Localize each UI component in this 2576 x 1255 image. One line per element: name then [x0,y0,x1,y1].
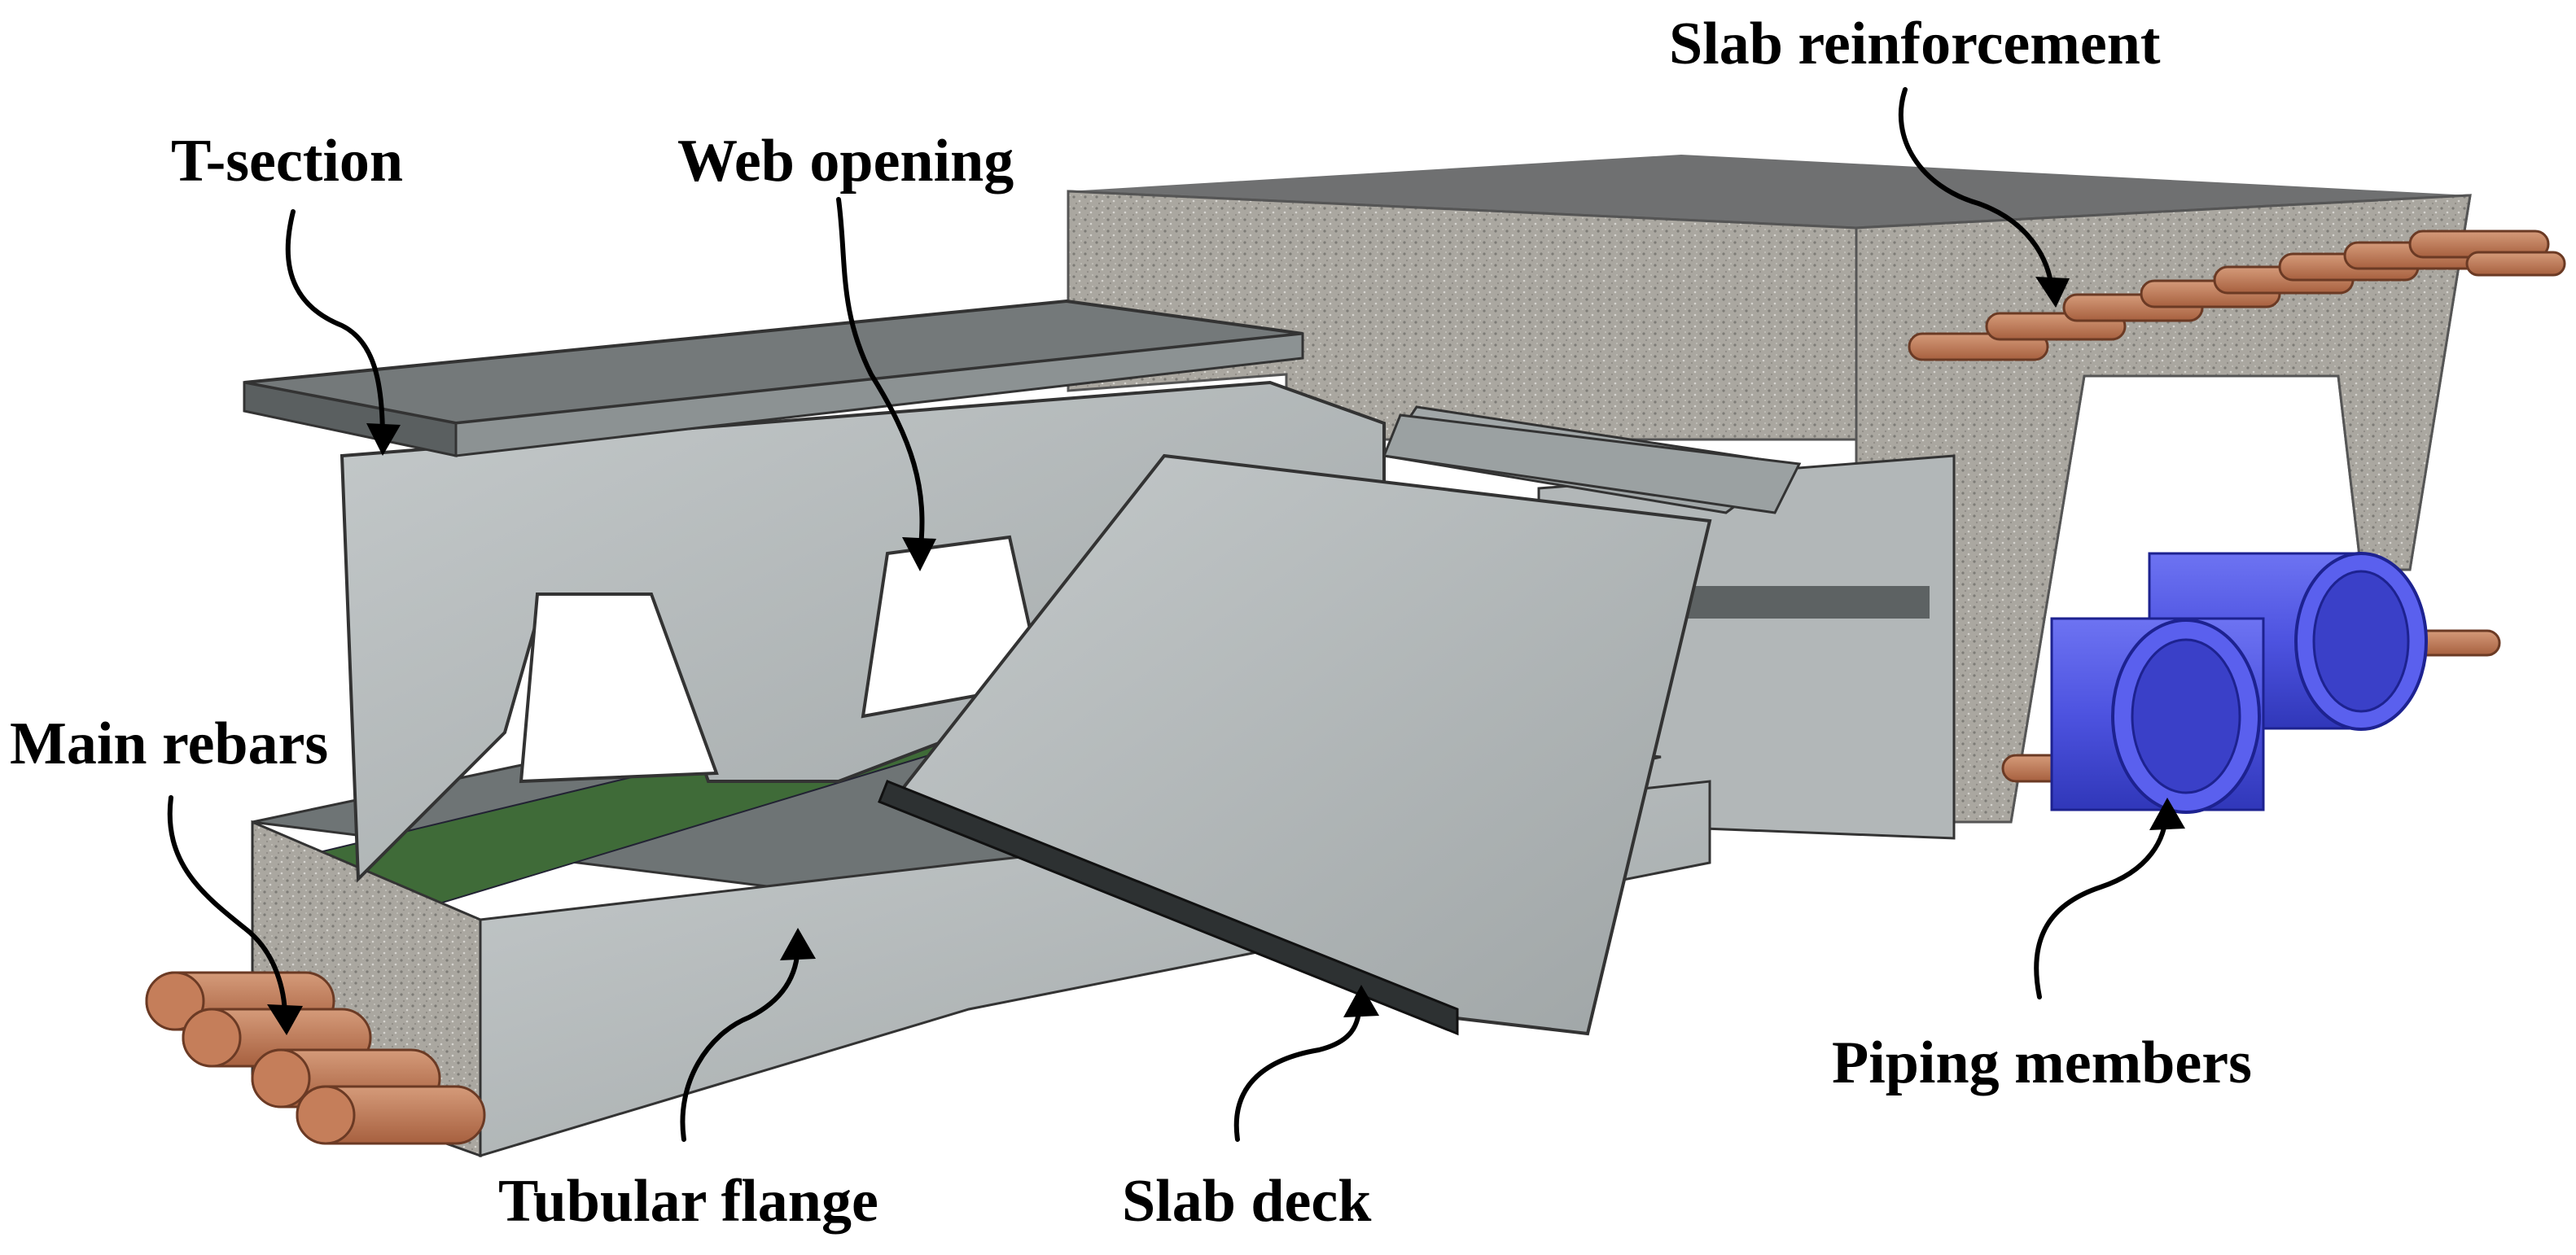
leader-tubular-flange [680,942,800,1142]
leader-slab-deck [1233,999,1362,1142]
leader-main-rebars [167,795,287,1020]
slab-deck-rib [878,780,1459,1036]
slab-top-face [1068,155,2470,228]
leader-t-section [285,209,385,442]
piping-members [2050,552,2428,814]
slab-deck [878,413,1802,1036]
label-slab-deck: Slab deck [1122,1168,1372,1235]
leader-web-opening [836,197,925,556]
web-opening-left [519,593,719,784]
leader-lines [167,87,2185,1142]
label-main-rebars: Main rebars [10,711,328,777]
label-t-section: T-section [171,128,403,195]
label-piping-members: Piping members [1832,1030,2252,1096]
slab-deck-sheet [892,453,1712,1036]
label-slab-reinforcement: Slab reinforcement [1669,11,2161,77]
leader-piping-members [2034,811,2168,999]
leader-slab-reinforcement [1898,87,2054,295]
label-web-opening: Web opening [677,128,1014,195]
label-tubular-flange: Tubular flange [498,1168,878,1235]
